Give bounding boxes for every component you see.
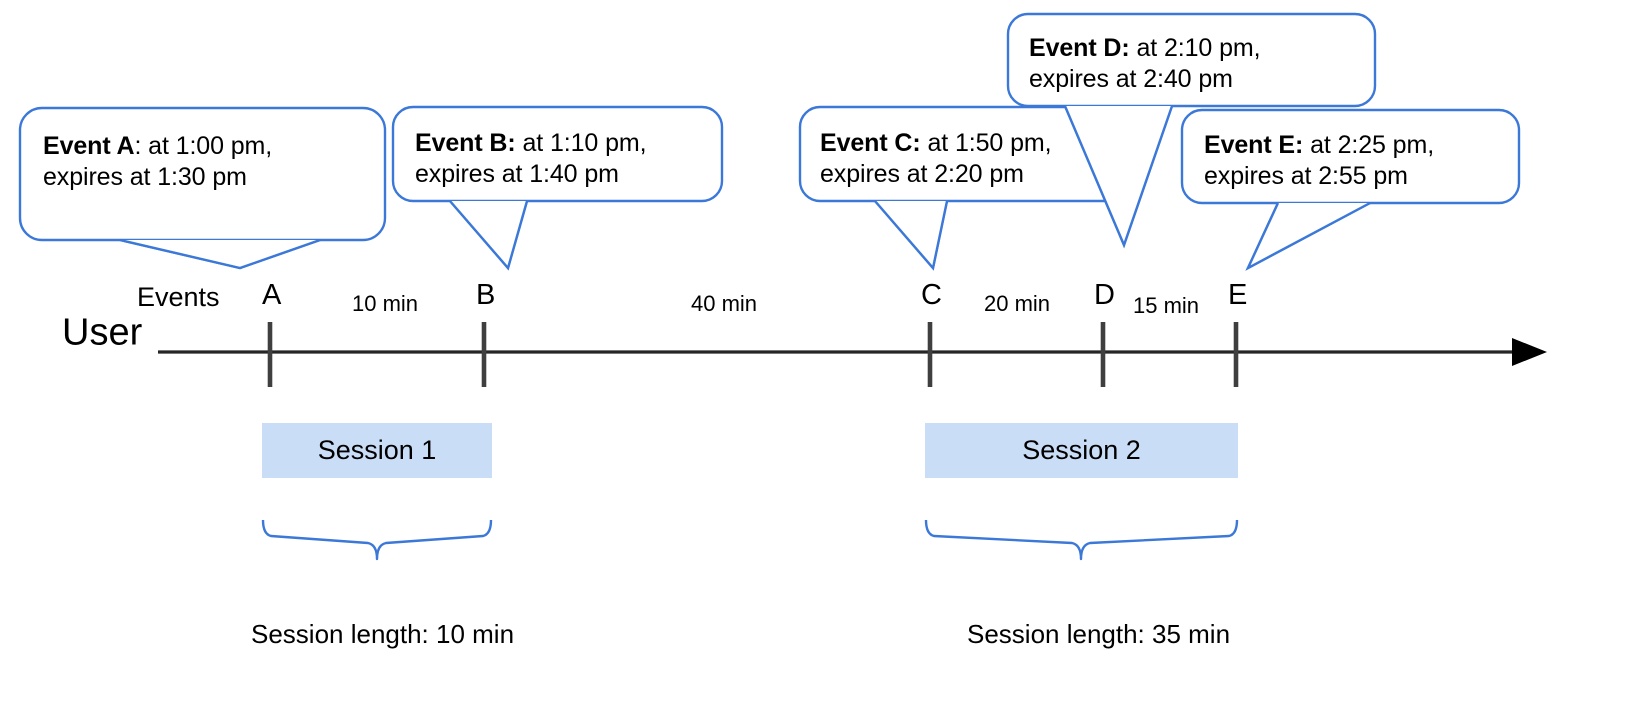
- callout-c-line2: expires at 2:20 pm: [820, 160, 1024, 188]
- gap-label-bc: 40 min: [691, 291, 758, 316]
- callout-text-a: Event A: at 1:00 pm, expires at 1:30 pm: [43, 131, 272, 193]
- session-length-label-1: Session length: 10 min: [251, 619, 515, 649]
- gap-label-de: 15 min: [1133, 293, 1200, 318]
- tick-label-c: C: [921, 279, 942, 311]
- callout-shape-e: [1180, 108, 1521, 271]
- callout-shape-b: [391, 105, 724, 271]
- callout-e-line1: Event E: at 2:25 pm,: [1204, 131, 1435, 159]
- tick-label-d: D: [1094, 279, 1115, 311]
- callout-text-c: Event C: at 1:50 pm, expires at 2:20 pm: [820, 128, 1052, 190]
- tick-label-b: B: [476, 279, 496, 311]
- session-length-label-2: Session length: 35 min: [967, 619, 1231, 649]
- callout-shape-a: [18, 106, 387, 270]
- callout-text-b: Event B: at 1:10 pm, expires at 1:40 pm: [415, 128, 647, 190]
- callout-d-line1: Event D: at 2:10 pm,: [1029, 34, 1261, 62]
- callout-a-line2: expires at 1:30 pm: [43, 163, 247, 191]
- callout-text-d: Event D: at 2:10 pm, expires at 2:40 pm: [1029, 33, 1261, 95]
- callout-a-line1: Event A: at 1:00 pm,: [43, 132, 273, 160]
- callout-text-e: Event E: at 2:25 pm, expires at 2:55 pm: [1204, 130, 1434, 192]
- session-bar-1-label: Session 1: [317, 435, 437, 465]
- events-row-label: Events: [137, 282, 220, 312]
- callout-b-line1: Event B: at 1:10 pm,: [415, 129, 647, 157]
- callout-shape-c: [798, 105, 1137, 271]
- callout-shape-d: [1006, 12, 1377, 249]
- callout-b-line2: expires at 1:40 pm: [415, 160, 619, 188]
- callout-e-line2: expires at 2:55 pm: [1204, 162, 1408, 190]
- brace-session-1: [261, 519, 493, 561]
- session-bar-1: Session 1: [262, 423, 492, 478]
- tick-label-a: A: [262, 279, 282, 311]
- session-bar-2-label: Session 2: [1022, 435, 1141, 465]
- gap-label-cd: 20 min: [984, 291, 1051, 316]
- session-bar-2: Session 2: [925, 423, 1238, 478]
- axis-arrow-icon: [1512, 338, 1547, 366]
- gap-label-ab: 10 min: [352, 291, 419, 316]
- brace-session-2: [924, 519, 1239, 561]
- tick-label-e: E: [1228, 279, 1248, 311]
- callout-c-line1: Event C: at 1:50 pm,: [820, 129, 1052, 157]
- user-row-label: User: [62, 311, 143, 354]
- callout-d-line2: expires at 2:40 pm: [1029, 65, 1233, 93]
